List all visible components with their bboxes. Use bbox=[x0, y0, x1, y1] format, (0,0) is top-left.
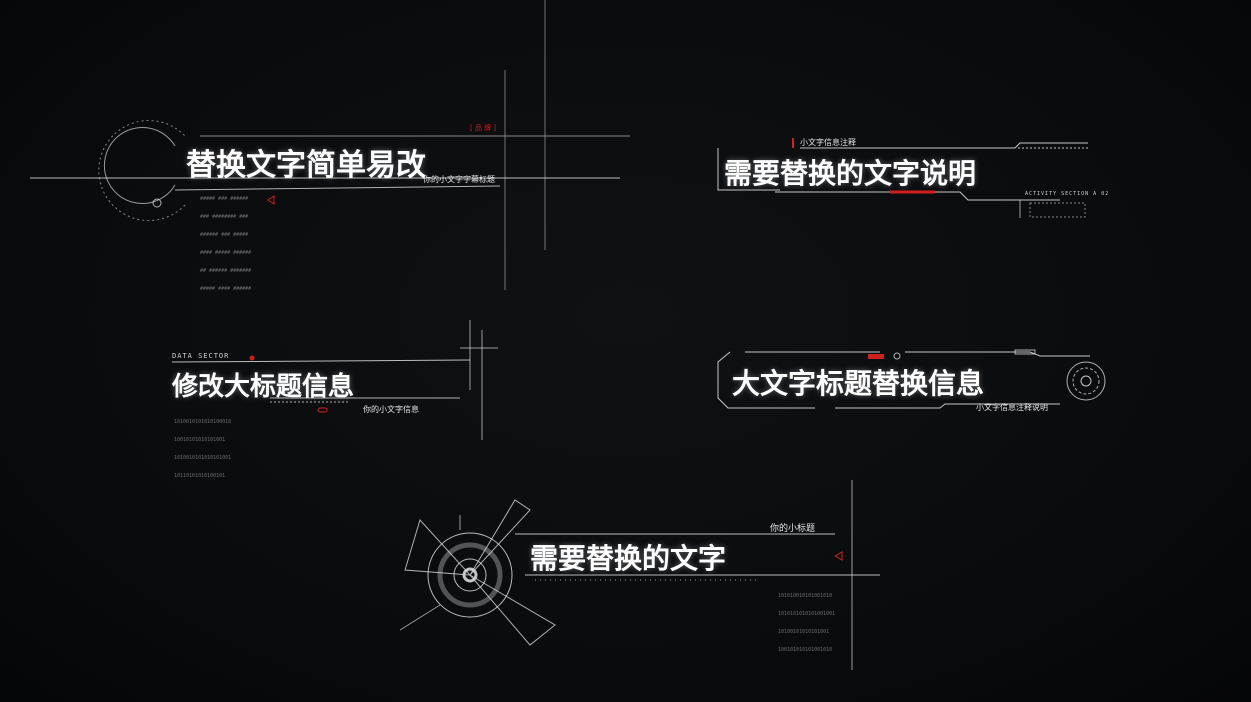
panel5-small-title: 你的小标题 bbox=[770, 524, 816, 534]
panel2-activity-label: ACTIVITY SECTION A 02 bbox=[1025, 191, 1110, 197]
panel2-title: 需要替换的文字说明 bbox=[724, 157, 977, 190]
panel1-arc-icon bbox=[103, 127, 176, 204]
panel3-subtitle: 你的小文字信息 bbox=[363, 405, 419, 414]
panel1-red-triangle-icon bbox=[267, 195, 275, 205]
panel1-code-block: ##### ### ###### ### ######## ### ######… bbox=[200, 196, 252, 292]
panel5-title: 需要替换的文字 bbox=[530, 542, 727, 575]
panel3-toggle-icon bbox=[317, 407, 328, 413]
panel4-dial-icon bbox=[1066, 361, 1106, 401]
panel4-title: 大文字标题替换信息 bbox=[732, 367, 985, 400]
panel1-tag: [ 品 牌 ] bbox=[470, 124, 497, 132]
panel2-note: 小文字信息注释 bbox=[800, 138, 856, 147]
panel1-title: 替换文字简单易改 bbox=[186, 148, 426, 183]
panel3-title: 修改大标题信息 bbox=[172, 372, 355, 402]
panel5-radar-icon bbox=[399, 499, 556, 646]
panel3-code-block: 1010010101010100010 10010101010101001 10… bbox=[174, 419, 232, 479]
panel1-subtitle: 你的小文字字幕标题 bbox=[423, 175, 495, 184]
panel5-code-block: 101010010101001010 1010101010101001001 1… bbox=[778, 593, 836, 653]
panel2-grid-icon bbox=[1029, 202, 1086, 218]
panel1-gear-icon bbox=[152, 198, 162, 208]
panel5-red-triangle-icon bbox=[833, 551, 843, 561]
panel4-subtitle: 小文字信息注释说明 bbox=[976, 403, 1048, 412]
panel3-red-dot-icon bbox=[249, 355, 255, 361]
panel3-label: DATA SECTOR bbox=[172, 352, 230, 360]
